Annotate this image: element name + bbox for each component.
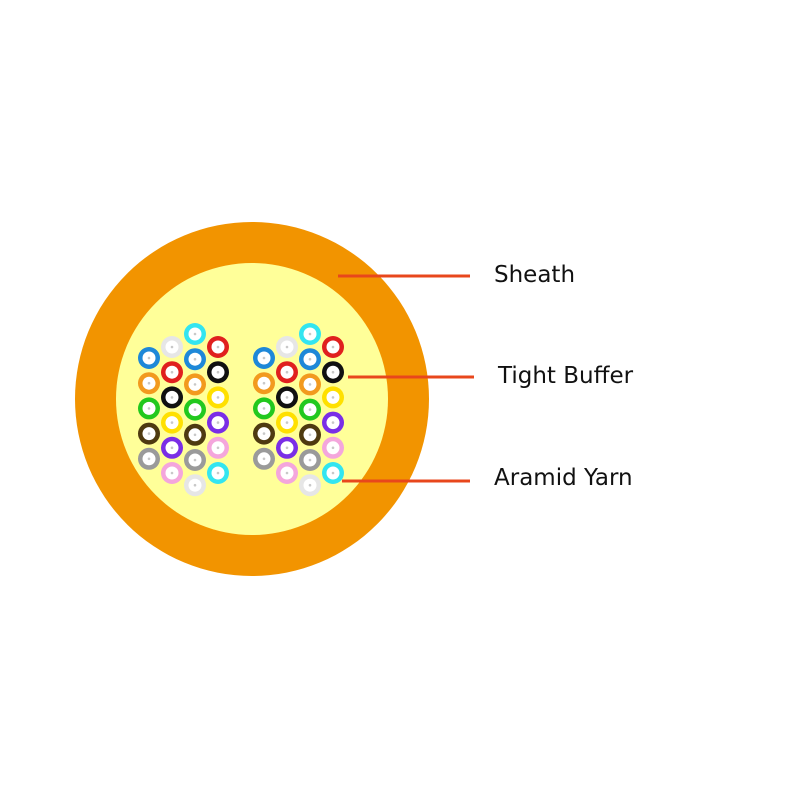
- tight-buffer-fiber-rose: [207, 436, 229, 459]
- tight-buffer-fiber-green: [138, 397, 160, 420]
- tight-buffer-fiber-slate: [299, 449, 321, 471]
- tight-buffer-fiber-white: [276, 336, 298, 358]
- tight-buffer-fiber-orange: [138, 372, 160, 395]
- tight-buffer-fiber-red: [161, 361, 183, 384]
- tight-buffer-fiber-white: [299, 474, 321, 497]
- tight-buffer-fiber-black: [161, 386, 183, 409]
- aramid-yarn-fill: [116, 263, 388, 535]
- tight-buffer-fiber-red: [276, 361, 298, 384]
- tight-buffer-fiber-blue: [253, 347, 275, 369]
- tight-buffer-fiber-violet: [322, 411, 344, 434]
- tight-buffer-fiber-orange: [253, 372, 275, 395]
- tight-buffer-fiber-orange: [184, 373, 206, 396]
- tight-buffer-fiber-blue: [138, 347, 160, 369]
- tight-buffer-fiber-brown: [184, 423, 206, 446]
- fiber-bundle: [138, 323, 344, 497]
- tight-buffer-fiber-green: [299, 398, 321, 421]
- tight-buffer-fiber-rose: [276, 462, 298, 484]
- tight-buffer-fiber-aqua: [299, 323, 321, 345]
- tight-buffer-fiber-black: [207, 361, 229, 384]
- tight-buffer-fiber-slate: [184, 449, 206, 471]
- tight-buffer-fiber-brown: [138, 422, 160, 445]
- tight-buffer-label: Tight Buffer: [498, 363, 634, 389]
- tight-buffer-fiber-green: [184, 398, 206, 421]
- tight-buffer-fiber-red: [207, 336, 229, 358]
- tight-buffer-fiber-brown: [253, 422, 275, 445]
- sheath-label: Sheath: [494, 262, 576, 288]
- tight-buffer-fiber-rose: [322, 436, 344, 459]
- tight-buffer-fiber-white: [161, 336, 183, 358]
- tight-buffer-fiber-violet: [276, 436, 298, 459]
- tight-buffer-fiber-aqua: [184, 323, 206, 345]
- tight-buffer-fiber-red: [322, 336, 344, 358]
- tight-buffer-fiber-black: [322, 361, 344, 384]
- tight-buffer-fiber-yellow: [161, 411, 183, 434]
- tight-buffer-fiber-aqua: [322, 462, 344, 484]
- tight-buffer-fiber-blue: [184, 348, 206, 371]
- tight-buffer-fiber-yellow: [322, 386, 344, 409]
- tight-buffer-fiber-orange: [299, 373, 321, 396]
- tight-buffer-fiber-slate: [253, 447, 275, 470]
- tight-buffer-fiber-rose: [161, 462, 183, 484]
- tight-buffer-fiber-blue: [299, 348, 321, 371]
- tight-buffer-fiber-slate: [138, 447, 160, 470]
- tight-buffer-fiber-violet: [207, 411, 229, 434]
- tight-buffer-fiber-yellow: [207, 386, 229, 409]
- tight-buffer-fiber-aqua: [207, 462, 229, 484]
- tight-buffer-fiber-violet: [161, 436, 183, 459]
- aramid-yarn-label: Aramid Yarn: [494, 465, 633, 491]
- tight-buffer-fiber-green: [253, 397, 275, 420]
- tight-buffer-fiber-yellow: [276, 411, 298, 434]
- tight-buffer-fiber-brown: [299, 423, 321, 446]
- tight-buffer-fiber-white: [184, 474, 206, 497]
- tight-buffer-fiber-black: [276, 386, 298, 409]
